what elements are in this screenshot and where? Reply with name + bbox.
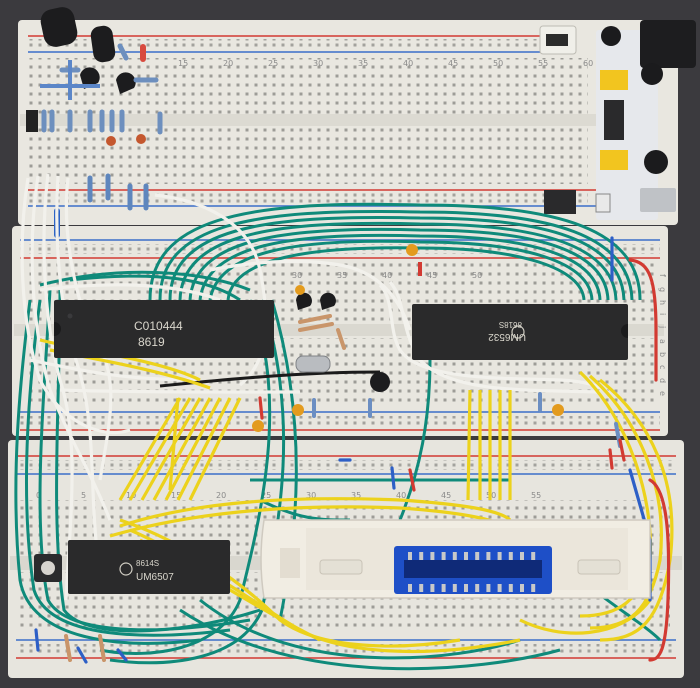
chip-c010444-line2: 8619 <box>138 335 165 349</box>
connector-pin <box>408 552 412 560</box>
chip-um6532 <box>412 304 628 360</box>
connector-pin <box>497 552 502 560</box>
connector-pin <box>508 584 513 592</box>
usb-port <box>640 188 676 212</box>
capacitor-icon <box>601 26 621 46</box>
column-number: 55 <box>531 491 541 500</box>
row-letter: d <box>658 378 667 383</box>
column-number: 15 <box>178 59 188 68</box>
connector-pin <box>430 584 435 592</box>
connector-pin <box>430 552 435 560</box>
connector-pin <box>408 584 412 592</box>
connector-pin <box>531 552 536 560</box>
column-number: 20 <box>216 491 226 500</box>
column-number: 25 <box>268 59 278 68</box>
connector-pin <box>497 584 502 592</box>
clock-circuit <box>26 7 163 146</box>
column-number: 45 <box>448 59 458 68</box>
row-letter: i <box>658 313 667 315</box>
column-number: 25 <box>261 491 271 500</box>
column-number: 45 <box>441 491 451 500</box>
row-letter: j <box>658 325 667 328</box>
connector-pin <box>531 584 536 592</box>
chip-um6507-line1: 8614S <box>136 559 159 568</box>
column-number: 30 <box>313 59 323 68</box>
connector-pin <box>441 584 446 592</box>
column-number: 30 <box>292 271 302 280</box>
column-number: 35 <box>358 59 368 68</box>
connector-pin <box>419 584 424 592</box>
column-number: 15 <box>171 491 181 500</box>
top-breadboard <box>18 20 678 225</box>
connector-pin <box>486 584 491 592</box>
chip-c010444 <box>54 300 274 358</box>
column-number: 35 <box>351 491 361 500</box>
row-letter: c <box>658 365 667 369</box>
connector-pin <box>508 552 513 560</box>
connector-pin <box>419 552 424 560</box>
pull-up-resistors <box>87 173 149 211</box>
crystal-oscillator <box>295 355 331 373</box>
chip-c010444-line1: C010444 <box>134 319 183 333</box>
column-number: 40 <box>403 59 413 68</box>
top-board-column-numbers: 15 20 25 30 35 40 45 50 55 60 <box>178 59 593 68</box>
connector-pin <box>475 584 480 592</box>
connector-pin <box>486 552 491 560</box>
row-letter: a <box>658 339 667 344</box>
connector-pin <box>452 584 457 592</box>
column-number: 30 <box>306 491 316 500</box>
row-letters: f g h i j a b c d e <box>658 274 667 396</box>
power-supply-module <box>539 20 696 220</box>
row-letter: e <box>658 391 667 396</box>
column-number: 20 <box>223 59 233 68</box>
chip-um6532-line2: 8618S <box>499 320 522 329</box>
lower-resistors <box>64 634 106 662</box>
column-number: 50 <box>493 59 503 68</box>
connector-pin <box>520 584 524 592</box>
connector-pin <box>441 552 446 560</box>
column-number: 5 <box>81 491 86 500</box>
column-number: 40 <box>382 271 392 280</box>
connector-pin <box>464 552 468 560</box>
column-number: 50 <box>472 271 482 280</box>
column-number: 55 <box>538 59 548 68</box>
chip-um6507 <box>68 540 230 594</box>
reset-button <box>34 554 62 582</box>
barrel-jack <box>640 20 696 68</box>
connector-pin <box>464 584 468 592</box>
column-number: 45 <box>427 271 437 280</box>
connector-pin <box>452 552 457 560</box>
row-letter: f <box>658 274 667 277</box>
chip-um6532-line1: UM6532 <box>488 331 526 342</box>
connector-pin <box>520 552 524 560</box>
chip-um6507-line2: UM6507 <box>136 572 174 583</box>
row-letter: b <box>658 352 667 357</box>
column-number: 60 <box>583 59 593 68</box>
row-letter: h <box>658 300 667 305</box>
middle-board-column-numbers: 30 35 40 45 50 <box>292 271 482 280</box>
cartridge-slot <box>260 519 651 599</box>
row-letter: g <box>658 287 667 292</box>
column-number: 40 <box>396 491 406 500</box>
black-wire <box>159 370 381 388</box>
transistors-and-resistors <box>252 244 622 448</box>
column-number: 35 <box>337 271 347 280</box>
white-wires <box>20 173 612 601</box>
connector-pin <box>475 552 480 560</box>
